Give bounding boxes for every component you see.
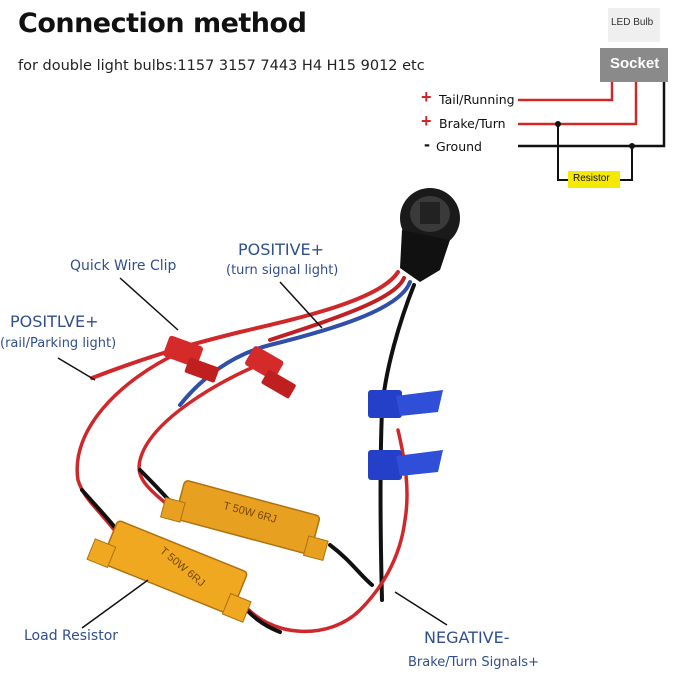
load-resistor-label: Load Resistor [24, 628, 119, 644]
brake-turn-label: Brake/Turn [439, 116, 506, 131]
blue-clips [368, 390, 443, 480]
quick-wire-clip-label: Quick Wire Clip [70, 258, 177, 274]
plus-sign-tail: + [421, 87, 432, 107]
wire-red-tail [90, 270, 400, 380]
schematic-ground-wire [518, 82, 666, 148]
load-resistors [86, 480, 329, 623]
positive-turn-sublabel: (turn signal light) [226, 263, 339, 278]
wire-red-loop-mid [137, 358, 272, 517]
negative-sublabel: Brake/Turn Signals+ [408, 655, 539, 670]
wire-red-right [238, 428, 409, 634]
positive-tail-sublabel: (rail/Parking light) [0, 336, 117, 351]
resistor-label-box [568, 171, 620, 188]
wire-blue-turn [178, 280, 412, 407]
led-bulb-box [608, 8, 660, 42]
resistor-label: Resistor [573, 173, 610, 184]
red-clips [163, 335, 296, 399]
pointer-lines [57, 277, 448, 629]
plus-sign-brake: + [421, 111, 432, 131]
led-bulb-label: LED Bulb [611, 17, 654, 28]
positive-turn-label: POSITIVE+ [238, 240, 325, 259]
schematic-brake-wire [518, 82, 638, 126]
schematic-tail-wire [518, 82, 614, 102]
schematic [518, 8, 668, 188]
ground-label: Ground [436, 139, 482, 154]
socket-box [600, 48, 668, 82]
negative-label: NEGATIVE- [424, 628, 510, 647]
positive-tail-label: POSITLVE+ [10, 312, 99, 331]
wire-red-brake [268, 276, 406, 342]
page-title: Connection method [18, 8, 307, 39]
wire-red-loop-left [75, 350, 182, 542]
socket-label: Socket [610, 55, 660, 72]
tail-running-label: Tail/Running [439, 92, 515, 107]
minus-sign-ground: - [424, 134, 430, 154]
page-subtitle: for double light bulbs:1157 3157 7443 H4… [18, 58, 425, 74]
bulb-socket [400, 188, 460, 282]
